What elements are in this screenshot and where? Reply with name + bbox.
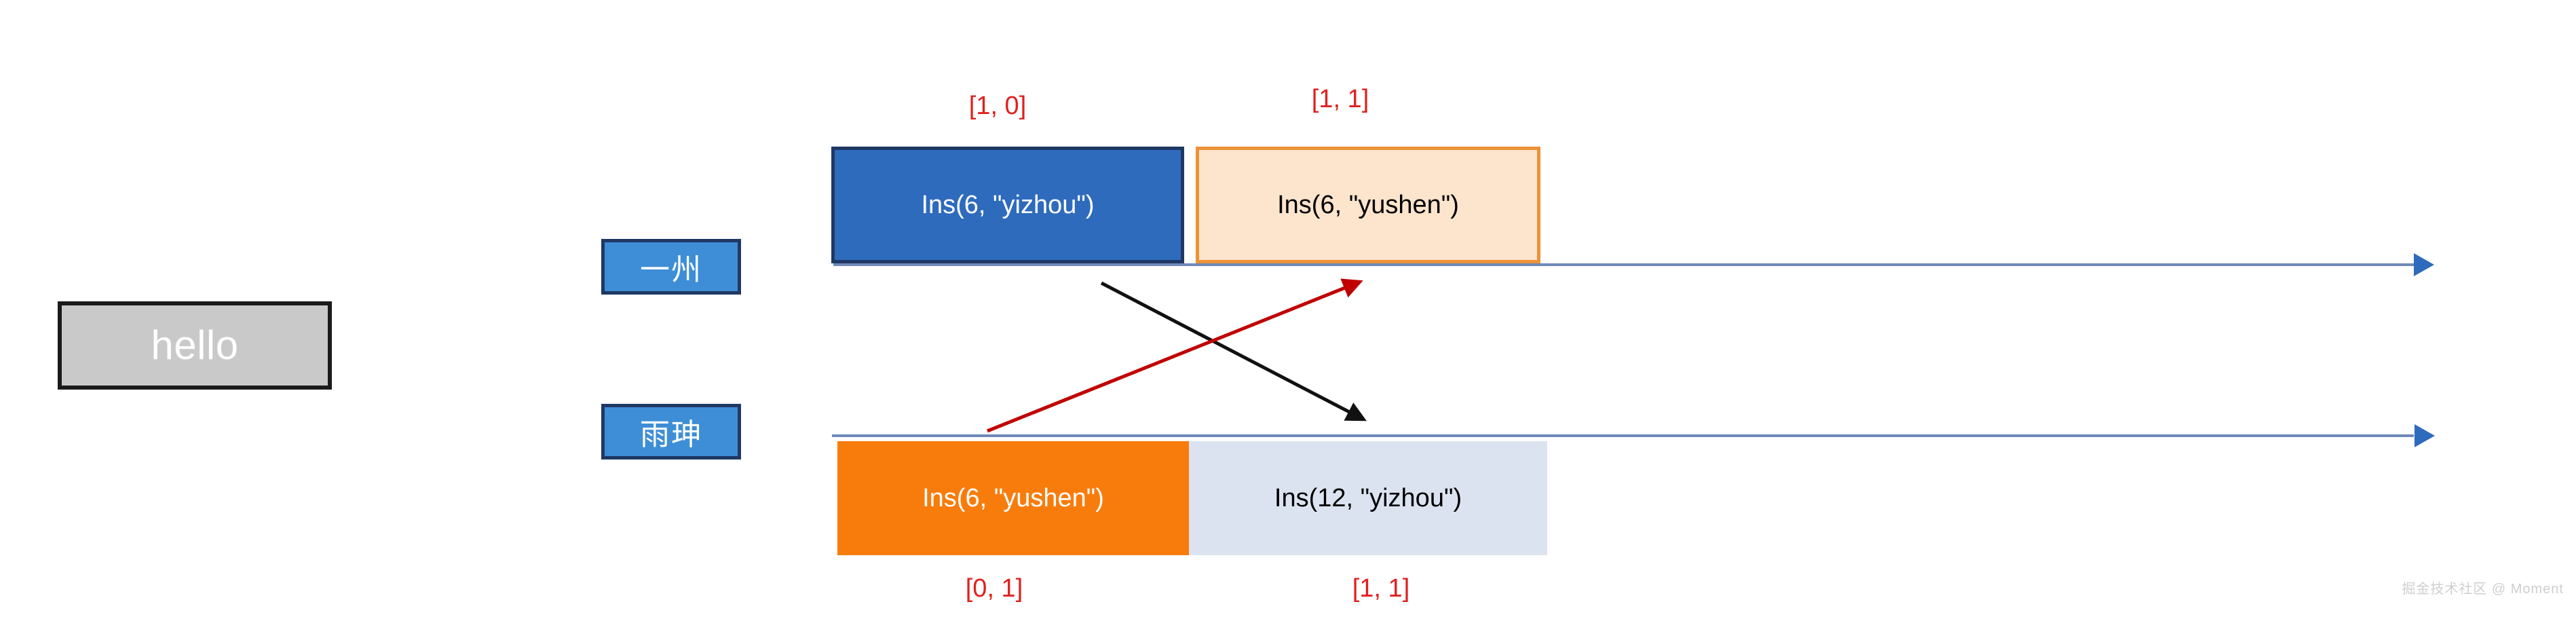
- actor-chip-yizhou-label: 一州: [640, 253, 702, 286]
- op-box-bottom-right-label: Ins(12, "yizhou"): [1274, 483, 1462, 512]
- hello-box-label: hello: [151, 322, 239, 368]
- version-vector-bottom-left: [0, 1]: [965, 574, 1023, 603]
- timeline-top-arrowhead-icon: [2414, 253, 2434, 276]
- op-box-top-left-label: Ins(6, "yizhou"): [921, 190, 1095, 219]
- timeline-top: [833, 263, 2414, 266]
- op-box-bottom-right: Ins(12, "yizhou"): [1189, 441, 1547, 555]
- timeline-bottom-arrowhead-icon: [2414, 424, 2435, 447]
- op-box-top-left: Ins(6, "yizhou"): [831, 147, 1184, 263]
- version-vector-top-left: [1, 0]: [968, 92, 1027, 120]
- timeline-bottom: [832, 434, 2414, 437]
- op-box-bottom-left: Ins(6, "yushen"): [837, 441, 1189, 555]
- watermark: 掘金技术社区 @ Moment: [2402, 582, 2564, 597]
- op-box-top-right-label: Ins(6, "yushen"): [1277, 190, 1459, 219]
- op-box-bottom-left-label: Ins(6, "yushen"): [922, 483, 1104, 512]
- actor-chip-yizhou: 一州: [601, 239, 741, 295]
- replication-arrow-top-to-bottom: [1100, 281, 1367, 421]
- op-box-top-right: Ins(6, "yushen"): [1196, 147, 1540, 263]
- version-vector-bottom-right: [1, 1]: [1352, 574, 1410, 603]
- actor-chip-yushen: 雨珅: [601, 404, 741, 459]
- hello-box: hello: [58, 301, 332, 390]
- replication-arrow-bottom-to-top: [987, 278, 1363, 433]
- version-vector-top-right: [1, 1]: [1311, 85, 1369, 113]
- actor-chip-yushen-label: 雨珅: [640, 418, 702, 451]
